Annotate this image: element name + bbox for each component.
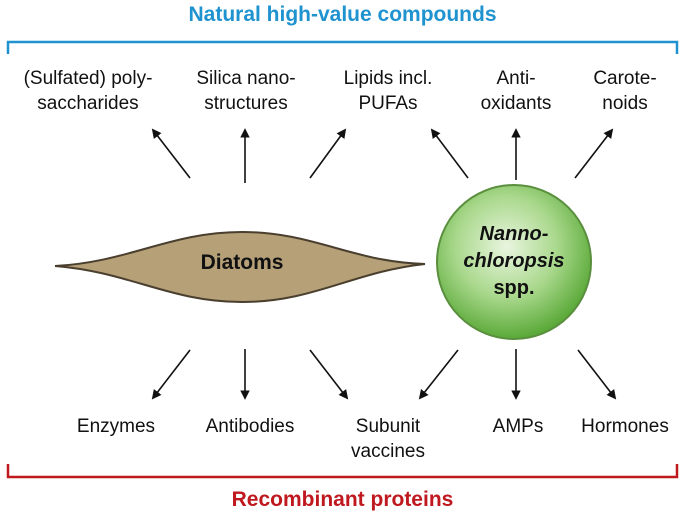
arrow-to-lipids [309, 128, 347, 179]
label-line: vaccines [351, 441, 425, 462]
arrow-to-hormones [577, 349, 617, 400]
natural-compounds-title: Natural high-value compounds [188, 3, 497, 26]
label-line: Hormones [581, 416, 669, 437]
label-line: Subunit [355, 416, 421, 437]
label-carotenoids: Carote- noids [545, 66, 685, 116]
label-enzymes: Enzymes [36, 414, 196, 439]
label-hormones: Hormones [545, 414, 685, 439]
arrow-to-vaccines [309, 349, 349, 400]
label-line: oxidants [480, 93, 552, 114]
nanno-line2: chloropsis [463, 250, 565, 272]
label-subunit-vaccines: Subunit vaccines [308, 414, 468, 464]
top-bracket [6, 40, 679, 54]
label-lipids: Lipids incl. PUFAs [308, 66, 468, 116]
label-antioxidants: Anti- oxidants [436, 66, 596, 116]
label-line: AMPs [492, 416, 544, 437]
bottom-arrows [151, 349, 617, 400]
bottom-bracket [6, 464, 679, 479]
nanno-line1: Nanno- [479, 223, 549, 245]
label-line: structures [204, 93, 288, 114]
label-amps: AMPs [438, 414, 598, 439]
label-silica: Silica nano- structures [166, 66, 326, 116]
label-line: Anti- [496, 68, 536, 89]
arrow-to-lipids-2 [430, 128, 469, 179]
diatom-shape [54, 230, 426, 304]
arrow-to-enzymes [151, 349, 191, 400]
label-line: Carote- [593, 68, 657, 89]
label-line: (Sulfated) poly- [23, 68, 153, 89]
arrow-to-vaccines-2 [418, 349, 459, 400]
label-antibodies: Antibodies [170, 414, 330, 439]
arrow-to-polysaccharides [151, 128, 191, 179]
diatom-label: Diatoms [200, 251, 284, 274]
label-line: Lipids incl. [343, 68, 433, 89]
label-line: PUFAs [358, 93, 418, 114]
label-line: noids [602, 93, 648, 114]
label-line: Enzymes [76, 416, 156, 437]
recombinant-proteins-title: Recombinant proteins [231, 488, 454, 511]
nannochloropsis-label: Nanno- chloropsis spp. [434, 221, 594, 302]
label-line: saccharides [37, 93, 139, 114]
label-line: Silica nano- [196, 68, 296, 89]
top-arrows [151, 128, 614, 183]
label-polysaccharides: (Sulfated) poly- saccharides [8, 66, 168, 116]
label-line: Antibodies [205, 416, 295, 437]
nannochloropsis-cell [436, 184, 592, 340]
arrow-to-carotenoids [574, 128, 614, 179]
nanno-line3: spp. [493, 277, 535, 299]
